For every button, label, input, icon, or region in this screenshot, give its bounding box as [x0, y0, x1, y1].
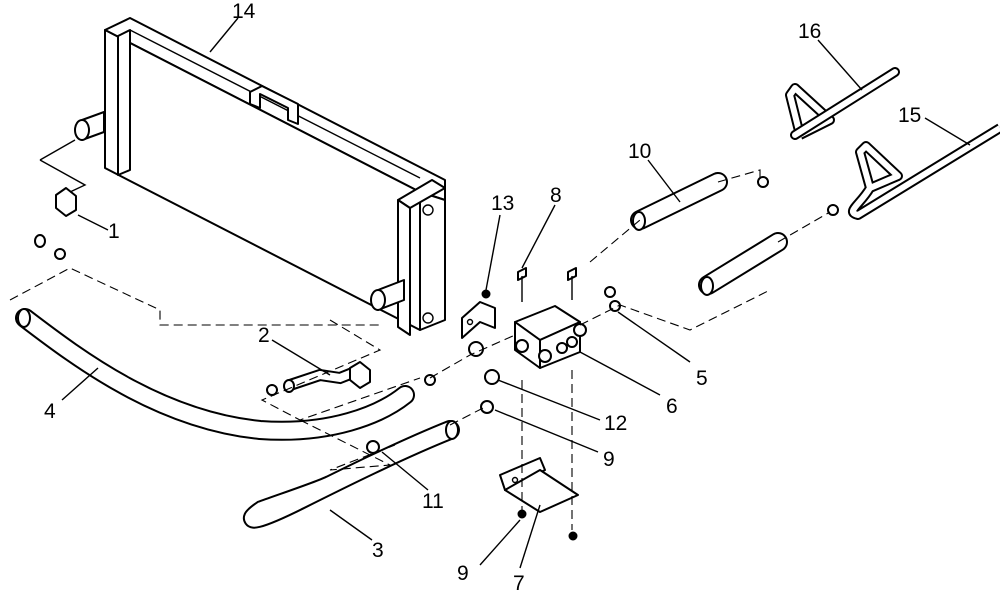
- callout-14: 14: [232, 0, 256, 23]
- callout-9-lower: 9: [457, 562, 469, 585]
- callout-3: 3: [372, 539, 384, 562]
- line-15: [847, 123, 1000, 220]
- hose-3: [242, 420, 460, 529]
- callout-8: 8: [550, 184, 562, 207]
- callout-1: 1: [108, 220, 120, 243]
- callout-2: 2: [258, 324, 270, 347]
- callout-7: 7: [513, 572, 525, 595]
- callout-15: 15: [898, 104, 921, 127]
- steel-tube-1: [11, 139, 87, 248]
- callout-labels: 1 2 3 4 5 6 7 8 9 9 10 11 12 13 14 15 16: [44, 0, 921, 595]
- oil-cooler-radiator: [74, 17, 446, 336]
- callout-4: 4: [44, 400, 56, 423]
- callout-11: 11: [422, 490, 444, 513]
- callout-12: 12: [604, 412, 627, 435]
- leader-lines: [61, 17, 971, 569]
- valve-block: [514, 305, 587, 369]
- callout-6: 6: [666, 395, 678, 418]
- line-16: [785, 67, 900, 140]
- steel-tube-2: [283, 361, 371, 393]
- callout-10: 10: [628, 140, 651, 163]
- hose-10: [630, 172, 788, 296]
- assembly-lines: [9, 169, 831, 530]
- callout-9-upper: 9: [603, 448, 615, 471]
- bracket-13: [461, 289, 496, 339]
- callout-5: 5: [696, 367, 708, 390]
- hose-4: [15, 308, 415, 441]
- callout-16: 16: [798, 20, 821, 43]
- bracket-7: [499, 457, 579, 541]
- bolts-8: [517, 267, 577, 302]
- hose-clamps: [54, 176, 839, 454]
- callout-13: 13: [491, 192, 514, 215]
